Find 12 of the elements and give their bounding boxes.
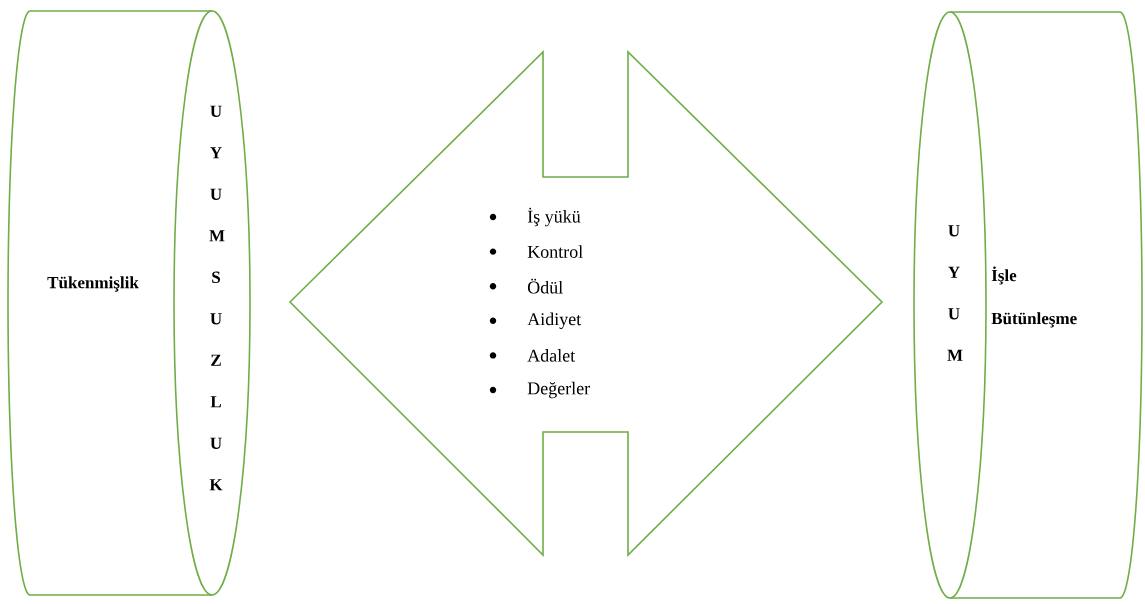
vertical-label: U Y U M S U Z L U K <box>209 105 225 491</box>
list-item: Ödül <box>527 278 563 294</box>
list-item: İş yükü <box>527 207 581 227</box>
cylinder-label: İşle Bütünleşme <box>991 266 1077 328</box>
list-item: Adalet <box>527 349 576 362</box>
cylinder <box>913 11 1143 599</box>
vertical-label: U Y U M <box>947 225 963 361</box>
list-item: Kontrol <box>527 245 583 258</box>
cylinder <box>7 10 251 596</box>
list-item: Aidiyet <box>527 312 582 329</box>
list-item: Değerler <box>527 381 590 399</box>
cylinder-label: Tükenmişlik <box>47 276 139 292</box>
